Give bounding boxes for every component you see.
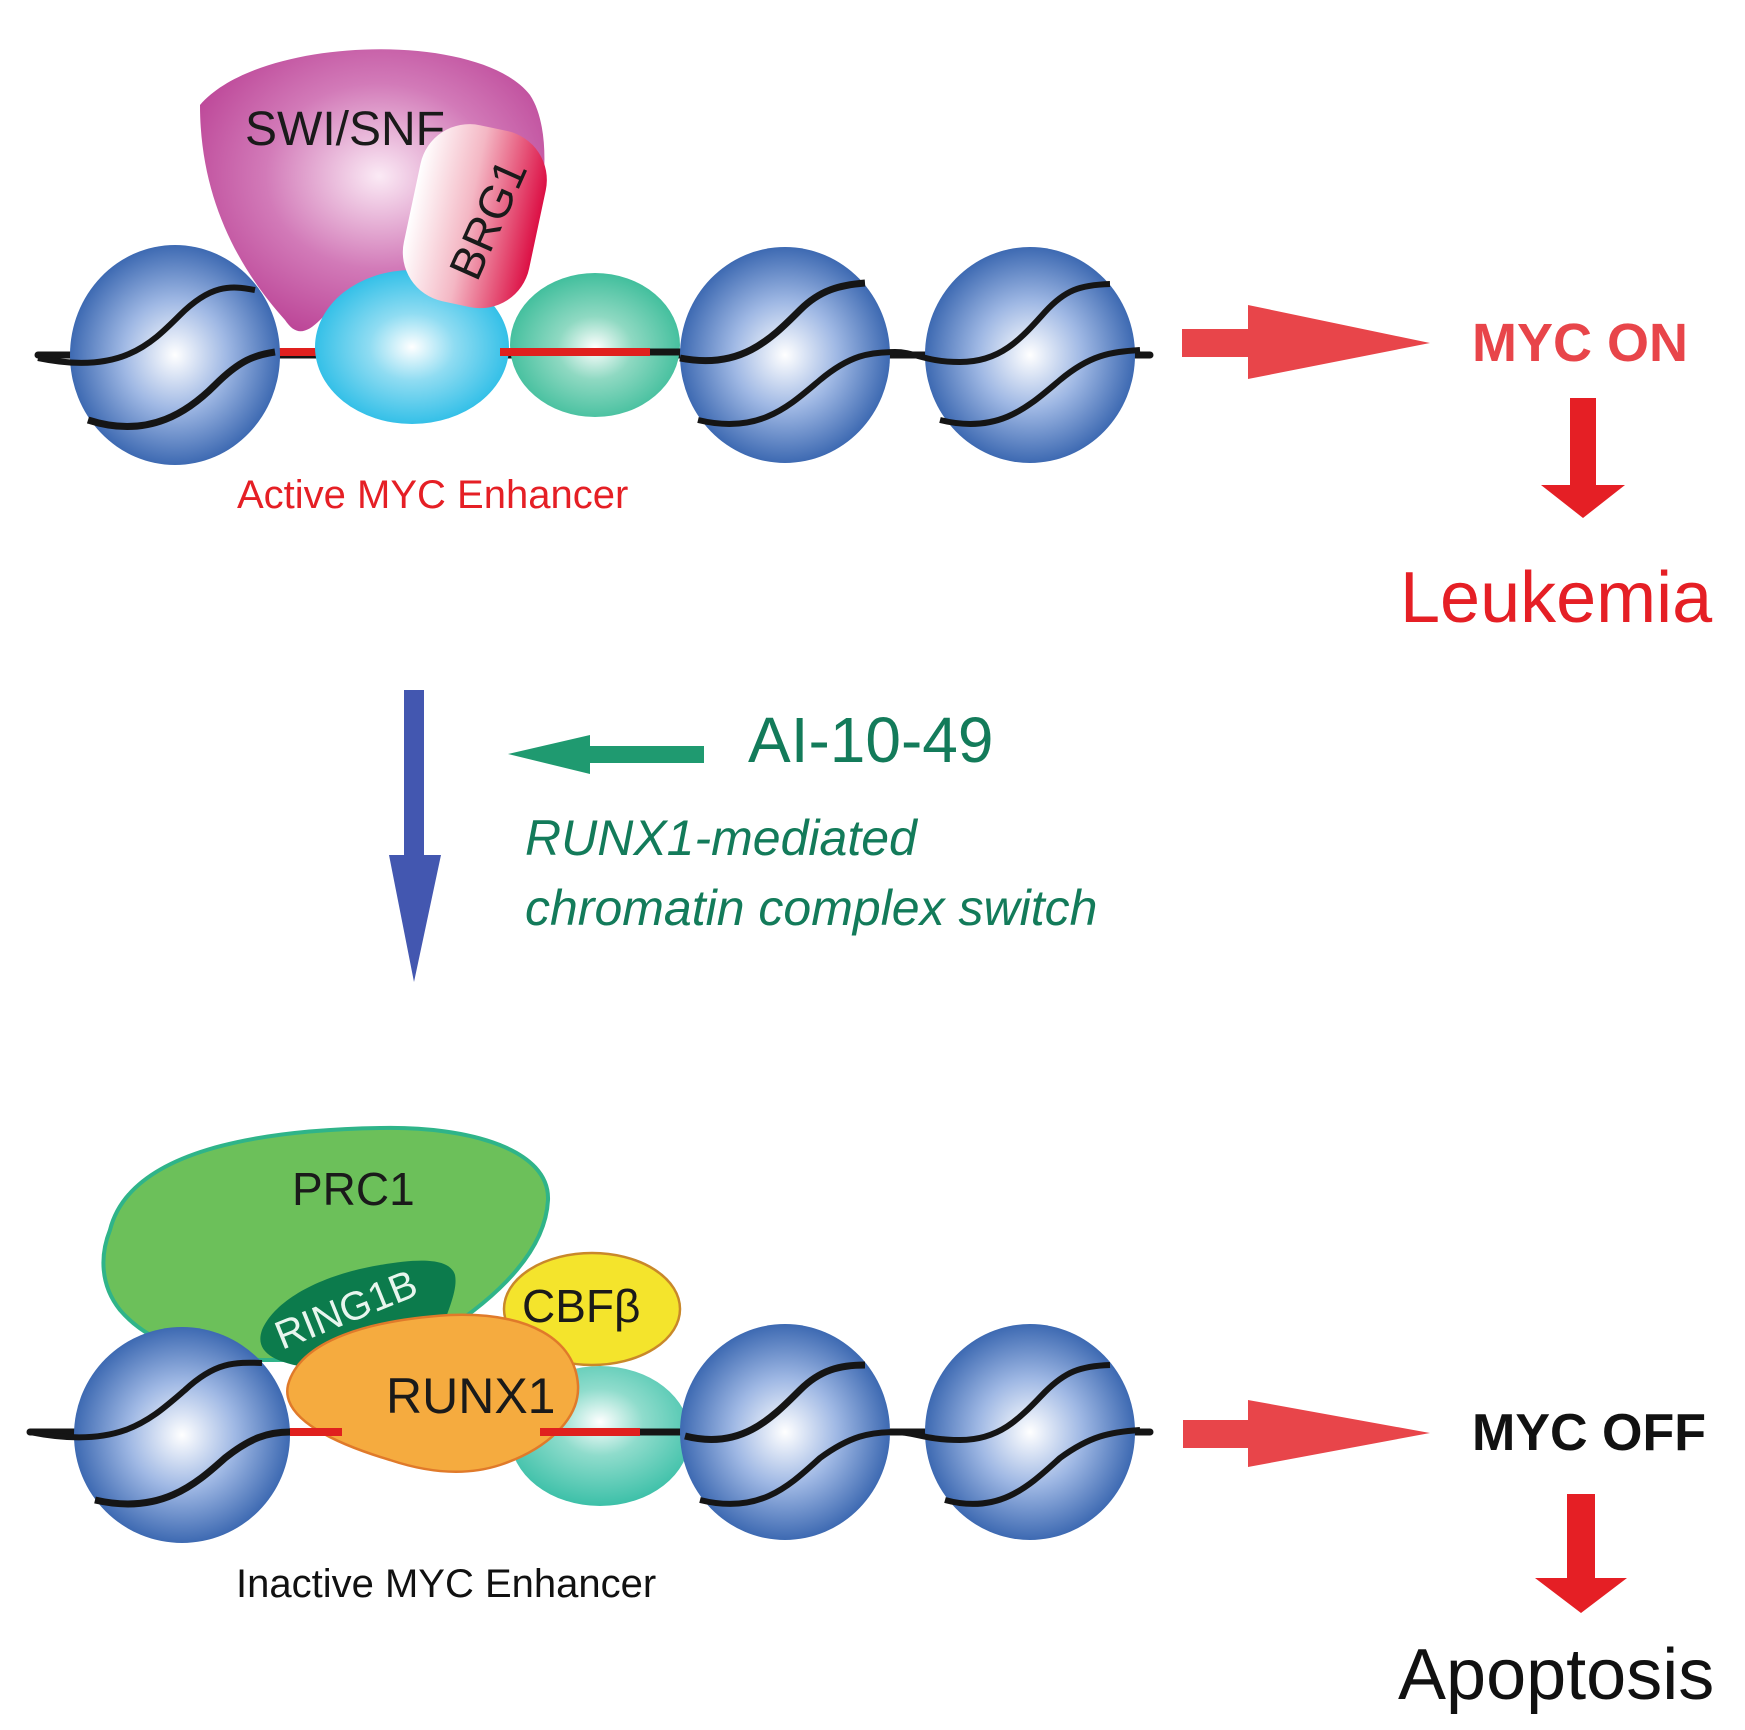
bottom-panel: PRC1 RING1B CBFβ RUNX1 — [26, 1125, 1714, 1715]
top-panel: SWI/SNF BRG1 Active MYC Enhancer — [34, 49, 1713, 638]
teal-binding-factor — [510, 273, 680, 417]
nucleosome — [894, 1324, 1141, 1540]
nucleosome — [680, 1324, 896, 1540]
mechanism-line-2: chromatin complex switch — [525, 880, 1097, 936]
inactive-enhancer-label: Inactive MYC Enhancer — [236, 1562, 656, 1606]
nucleosome — [29, 1327, 291, 1543]
myc-off-label: MYC OFF — [1472, 1404, 1706, 1462]
swi-snf-label: SWI/SNF — [245, 103, 445, 156]
cyan-binding-factor — [315, 270, 509, 424]
runx1-label: RUNX1 — [386, 1368, 555, 1424]
leukemia-label: Leukemia — [1400, 558, 1713, 638]
blue-down-arrow-icon — [389, 690, 441, 982]
transition: AI-10-49 RUNX1-mediated chromatin comple… — [389, 690, 1097, 982]
cbfb-label: CBFβ — [522, 1280, 640, 1332]
brg1-subunit: BRG1 — [402, 124, 547, 309]
down-arrow-icon — [1535, 1494, 1627, 1613]
nucleosome — [37, 245, 280, 465]
prc1-label: PRC1 — [292, 1163, 415, 1215]
nucleosome — [679, 247, 896, 463]
drug-label: AI-10-49 — [748, 704, 993, 776]
right-arrow-icon — [1182, 305, 1430, 379]
runx1-factor — [286, 1313, 580, 1474]
active-enhancer-label: Active MYC Enhancer — [237, 473, 628, 517]
green-left-arrow-icon — [508, 735, 704, 774]
down-arrow-icon — [1541, 398, 1625, 518]
right-arrow-icon — [1183, 1400, 1430, 1467]
mechanism-line-1: RUNX1-mediated — [525, 810, 919, 866]
apoptosis-label: Apoptosis — [1398, 1635, 1714, 1715]
myc-on-label: MYC ON — [1472, 313, 1688, 373]
nucleosome — [894, 247, 1141, 463]
